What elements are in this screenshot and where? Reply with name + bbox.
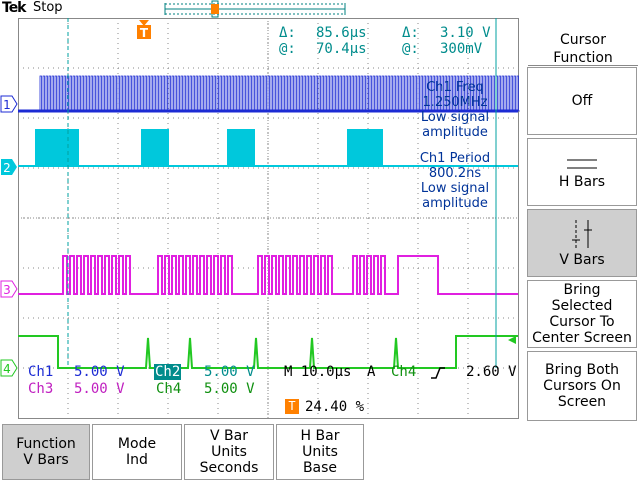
measurement-ch1-period: Ch1 Period 800.2ns Low signal amplitude <box>400 151 510 211</box>
ch1-waveform <box>18 75 520 113</box>
ch4-marker-icon: 4 <box>0 359 18 377</box>
cursor-volt-delta-label: Δ: <box>402 25 419 41</box>
trigger-mode: A <box>367 364 376 380</box>
ch1-label: Ch1 <box>28 364 54 380</box>
ch3-marker-icon: 3 <box>0 280 18 298</box>
cursor-time-delta: 85.6µs <box>316 25 367 41</box>
measurement-note: Low signal <box>420 110 490 125</box>
ch2-waveform <box>18 129 518 167</box>
measurement-note: amplitude <box>422 196 488 211</box>
trigger-position-icon: T <box>137 20 151 40</box>
bring-selected-cursor-button[interactable]: Bring Selected Cursor To Center Screen <box>527 280 637 348</box>
acquisition-status: Stop <box>33 0 63 15</box>
ch2-scale: 5.00 V <box>204 364 255 380</box>
measurement-value: 1.250MHz <box>422 95 488 110</box>
cursor-time-at: 70.4µs <box>316 41 367 57</box>
ch2-marker-icon: 2 <box>1 159 17 175</box>
trigger-source: Ch4 <box>391 364 417 380</box>
measurement-title: Ch1 Period <box>419 151 491 166</box>
rising-edge-icon <box>431 367 445 379</box>
cursor-volt-at-label: @: <box>402 41 419 57</box>
ch1-marker-icon: 1 <box>0 95 18 113</box>
trigger-level: 2.60 V <box>466 364 517 380</box>
record-position-bar <box>164 0 346 18</box>
ch3-scale: 5.00 V <box>74 381 125 397</box>
ch3-waveform <box>18 255 518 295</box>
top-status-bar: Tek Stop <box>0 0 526 18</box>
hbars-icon <box>567 159 597 169</box>
brand-logo: Tek <box>2 0 26 16</box>
svg-text:4: 4 <box>3 362 11 376</box>
cursor-hbars-button[interactable]: H Bars <box>527 138 637 206</box>
svg-text:1: 1 <box>3 98 11 112</box>
ch4-scale: 5.00 V <box>204 381 255 397</box>
timebase: M 10.0µs <box>284 364 352 380</box>
cursor-time-delta-label: Δ: <box>279 25 296 41</box>
svg-text:2: 2 <box>3 161 11 175</box>
svg-text:T: T <box>140 26 149 40</box>
cursor-volt-at: 300mV <box>440 41 483 57</box>
measurement-ch1-freq: Ch1 Freq 1.250MHz Low signal amplitude <box>400 80 510 140</box>
ch4-label: Ch4 <box>156 381 182 397</box>
ch2-label: Ch2 <box>154 364 182 380</box>
cursor-off-button[interactable]: Off <box>527 67 637 135</box>
cursor-vbars-button[interactable]: V Bars <box>527 209 637 277</box>
measurement-note: amplitude <box>422 125 488 140</box>
bring-both-cursors-button[interactable]: Bring Both Cursors On Screen <box>527 351 637 421</box>
trigger-level-icon <box>508 336 516 344</box>
ch4-waveform <box>18 335 518 369</box>
vbars-icon <box>572 220 592 248</box>
ch1-scale: 5.00 V <box>74 364 125 380</box>
svg-text:3: 3 <box>3 283 11 297</box>
side-menu-title: Cursor Function <box>528 22 638 66</box>
cursor-volt-delta: 3.10 V <box>440 25 491 41</box>
ch3-label: Ch3 <box>28 381 54 397</box>
measurement-note: Low signal <box>420 181 490 196</box>
trigger-position-percent: 24.40 % <box>305 399 365 415</box>
trigger-position-badge: T <box>285 399 299 414</box>
measurement-title: Ch1 Freq <box>426 80 484 95</box>
cursor-time-at-label: @: <box>279 41 296 57</box>
measurement-value: 800.2ns <box>428 166 482 181</box>
waveform-display: T <box>18 18 520 420</box>
